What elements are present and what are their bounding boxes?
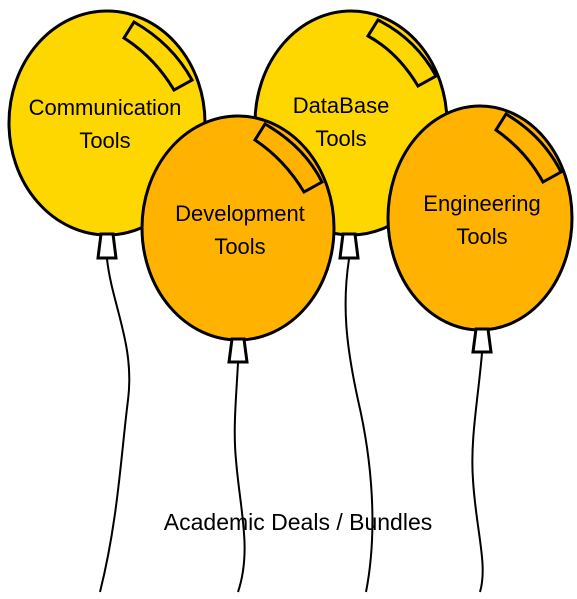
balloon-label-line1: Development bbox=[175, 201, 305, 226]
string-database bbox=[344, 258, 374, 593]
string-development bbox=[233, 362, 246, 593]
diagram-caption: Academic Deals / Bundles bbox=[164, 509, 432, 535]
balloon-engineering: Engineering Tools bbox=[386, 104, 574, 354]
balloon-knot bbox=[227, 337, 249, 364]
balloon-label-line2: Tools bbox=[79, 128, 130, 153]
balloon-label-line1: DataBase bbox=[293, 93, 390, 118]
balloon-knot bbox=[96, 232, 118, 260]
balloon-label-line1: Engineering bbox=[423, 191, 540, 216]
balloon-label-line2: Tools bbox=[456, 224, 507, 249]
balloon-label-line2: Tools bbox=[315, 126, 366, 151]
string-communication bbox=[99, 258, 131, 593]
balloon-highlight bbox=[365, 18, 439, 89]
balloon-knot bbox=[338, 232, 360, 260]
string-engineering bbox=[471, 352, 484, 593]
balloon-highlight bbox=[252, 121, 324, 195]
balloon-label-line2: Tools bbox=[214, 234, 265, 259]
balloon-highlight bbox=[493, 111, 563, 185]
balloon-highlight bbox=[121, 19, 195, 93]
balloon-development: Development Tools bbox=[140, 114, 336, 364]
balloon-knot bbox=[471, 327, 493, 354]
balloon-body bbox=[386, 104, 574, 332]
balloon-label-line1: Communication bbox=[29, 95, 182, 120]
balloon-body bbox=[140, 114, 336, 342]
balloon-strings bbox=[99, 258, 484, 593]
